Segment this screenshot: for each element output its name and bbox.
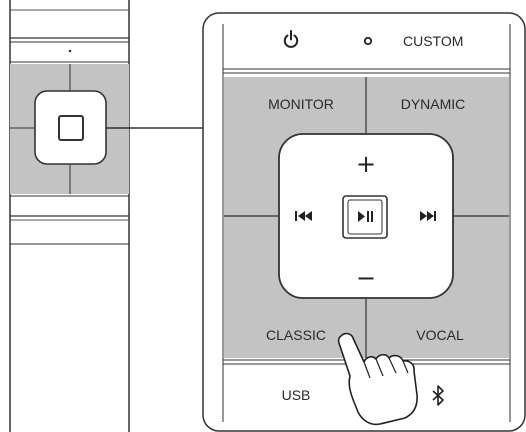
play-pause-icon: [358, 211, 373, 222]
square-icon: [58, 115, 84, 141]
usb-button[interactable]: USB: [282, 387, 311, 403]
hand-pointer-icon: [337, 332, 418, 426]
classic-button[interactable]: CLASSIC: [266, 327, 326, 343]
indicator-dot: [363, 36, 373, 46]
volume-down-button[interactable]: −: [356, 264, 376, 292]
skip-next-icon[interactable]: [420, 211, 436, 221]
zoomed-remote-panel: CUSTOM MONITOR DYNAMIC CLASSIC VOCAL + −: [202, 12, 526, 432]
bluetooth-icon[interactable]: [432, 385, 444, 406]
skip-previous-icon[interactable]: [295, 211, 312, 221]
volume-up-button[interactable]: +: [356, 150, 376, 178]
top-row: CUSTOM: [283, 30, 463, 49]
play-pause-button[interactable]: [342, 195, 388, 239]
monitor-button[interactable]: MONITOR: [268, 96, 334, 112]
vocal-button[interactable]: VOCAL: [416, 327, 464, 343]
remote-overview: [9, 0, 130, 432]
overview-indicator-dot: [68, 49, 72, 53]
power-icon[interactable]: [283, 30, 299, 48]
dynamic-button[interactable]: DYNAMIC: [401, 96, 466, 112]
custom-button-label[interactable]: CUSTOM: [403, 33, 463, 49]
